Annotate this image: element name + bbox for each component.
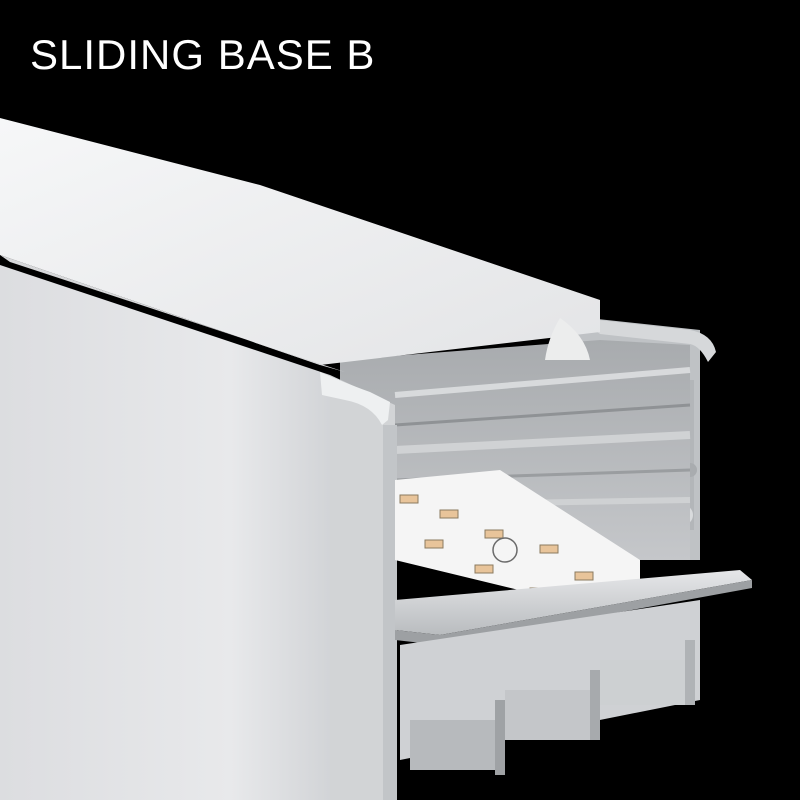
diffuser-cover (0, 118, 600, 372)
profile-housing-side (0, 265, 397, 800)
tray-feet (410, 640, 695, 775)
page-title: SLIDING BASE B (30, 31, 376, 78)
sliding-base-tray (395, 570, 752, 775)
